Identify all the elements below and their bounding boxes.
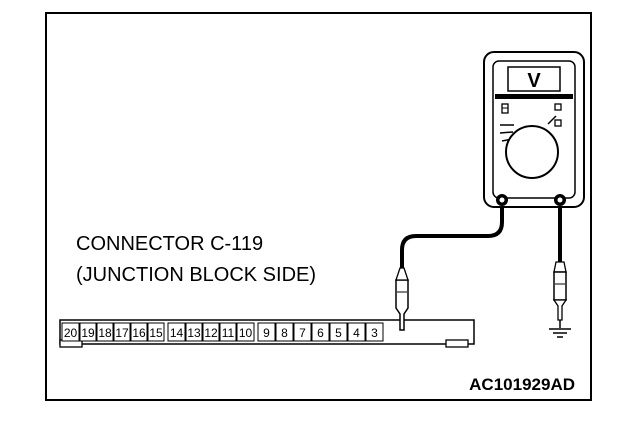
connector-pin-number: 7 (299, 326, 306, 340)
connector-pin-cavity (96, 322, 114, 342)
connector-pin-cavity (147, 322, 165, 342)
figure-code: AC101929AD (469, 375, 575, 394)
ground-symbol (549, 320, 571, 338)
connector-pin-number: 3 (371, 326, 378, 340)
connector-pin-number: 18 (98, 326, 112, 340)
ground-probe-boot (553, 261, 567, 273)
connector-pin-cavity (257, 322, 276, 342)
connector-pin-cavity (167, 322, 186, 342)
connector-pin-number: 19 (81, 326, 95, 340)
ground-probe-body (553, 271, 567, 301)
connector-pin-number: 20 (64, 326, 78, 340)
connector-pin-number: 17 (115, 326, 129, 340)
connector-pin-number: 12 (204, 326, 218, 340)
connector-name-label: CONNECTOR C-119 (76, 233, 263, 255)
meter-display (507, 66, 561, 92)
connector-pin-cavity (202, 322, 220, 342)
connector-pin-cavity (329, 322, 348, 342)
connector-latch-right (445, 339, 469, 348)
connector-pin-number: 6 (317, 326, 324, 340)
connector-pin-cavity (365, 322, 384, 342)
connector-pin-number: 8 (281, 326, 288, 340)
ground-probe-tip (552, 299, 568, 321)
figure-frame (45, 12, 592, 401)
connector-pin-number: 11 (222, 326, 235, 340)
connector-pin-cavity (219, 322, 237, 342)
connector-pin-number: 10 (239, 326, 253, 340)
connector-pin-cavity (311, 322, 330, 342)
connector-pin-cavity (130, 322, 148, 342)
test-probe-negative (552, 261, 568, 321)
meter-display-underline (495, 94, 573, 99)
connector-pin-number: 14 (170, 326, 184, 340)
connector-pin-number: 4 (353, 326, 360, 340)
meter-mode-button-3 (554, 119, 562, 127)
connector-pin-cavity (79, 322, 97, 342)
connector-pin-cavity (236, 322, 255, 342)
connector-pin-number: 5 (335, 326, 342, 340)
connector-pin-cavity (293, 322, 312, 342)
connector-pin-cavity (347, 322, 366, 342)
meter-selector-dial (505, 125, 559, 179)
meter-mode-button-2 (554, 103, 562, 111)
connector-side-label: (JUNCTION BLOCK SIDE) (76, 264, 316, 286)
connector-pin-cavity (185, 322, 203, 342)
connector-pin-cavity (113, 322, 131, 342)
connector-pin-cavity (61, 322, 80, 342)
connector-pin-number: 15 (149, 326, 163, 340)
positive-lead-wire (400, 203, 504, 268)
connector-pin-number: 9 (263, 326, 270, 340)
meter-unit-label: V (527, 70, 541, 92)
connector-pin-number: 16 (132, 326, 146, 340)
probe-boot (395, 267, 409, 281)
connector-pin-cavity (275, 322, 294, 342)
voltmeter: V (483, 51, 585, 208)
connector-pin-number: 13 (187, 326, 201, 340)
